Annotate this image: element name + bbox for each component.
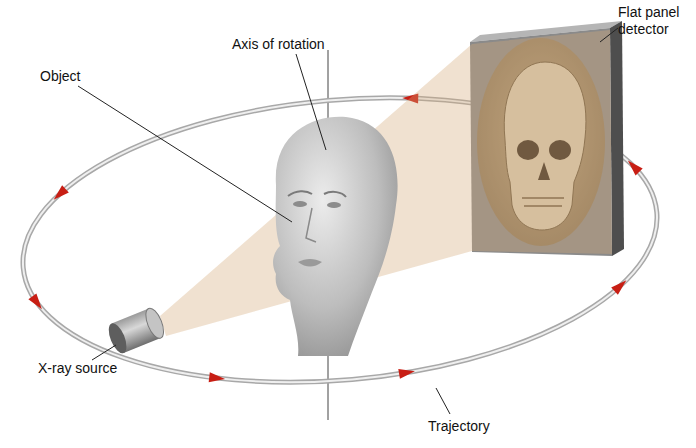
callout-label: Axis of rotation bbox=[232, 36, 325, 53]
direction-arrow bbox=[50, 185, 69, 203]
direction-arrow bbox=[209, 372, 226, 384]
direction-arrow bbox=[28, 293, 46, 312]
leader-lines bbox=[78, 28, 618, 414]
direction-arrow bbox=[398, 366, 415, 378]
head-object bbox=[273, 117, 398, 356]
direction-arrow bbox=[611, 277, 630, 295]
callout-label: Object bbox=[40, 68, 80, 85]
x-ray-source bbox=[105, 306, 167, 356]
callout-label: Flat panel detector bbox=[618, 4, 692, 38]
callout-label: Trajectory bbox=[428, 418, 490, 435]
direction-arrow bbox=[624, 157, 642, 175]
callout-label: X-ray source bbox=[38, 360, 117, 377]
